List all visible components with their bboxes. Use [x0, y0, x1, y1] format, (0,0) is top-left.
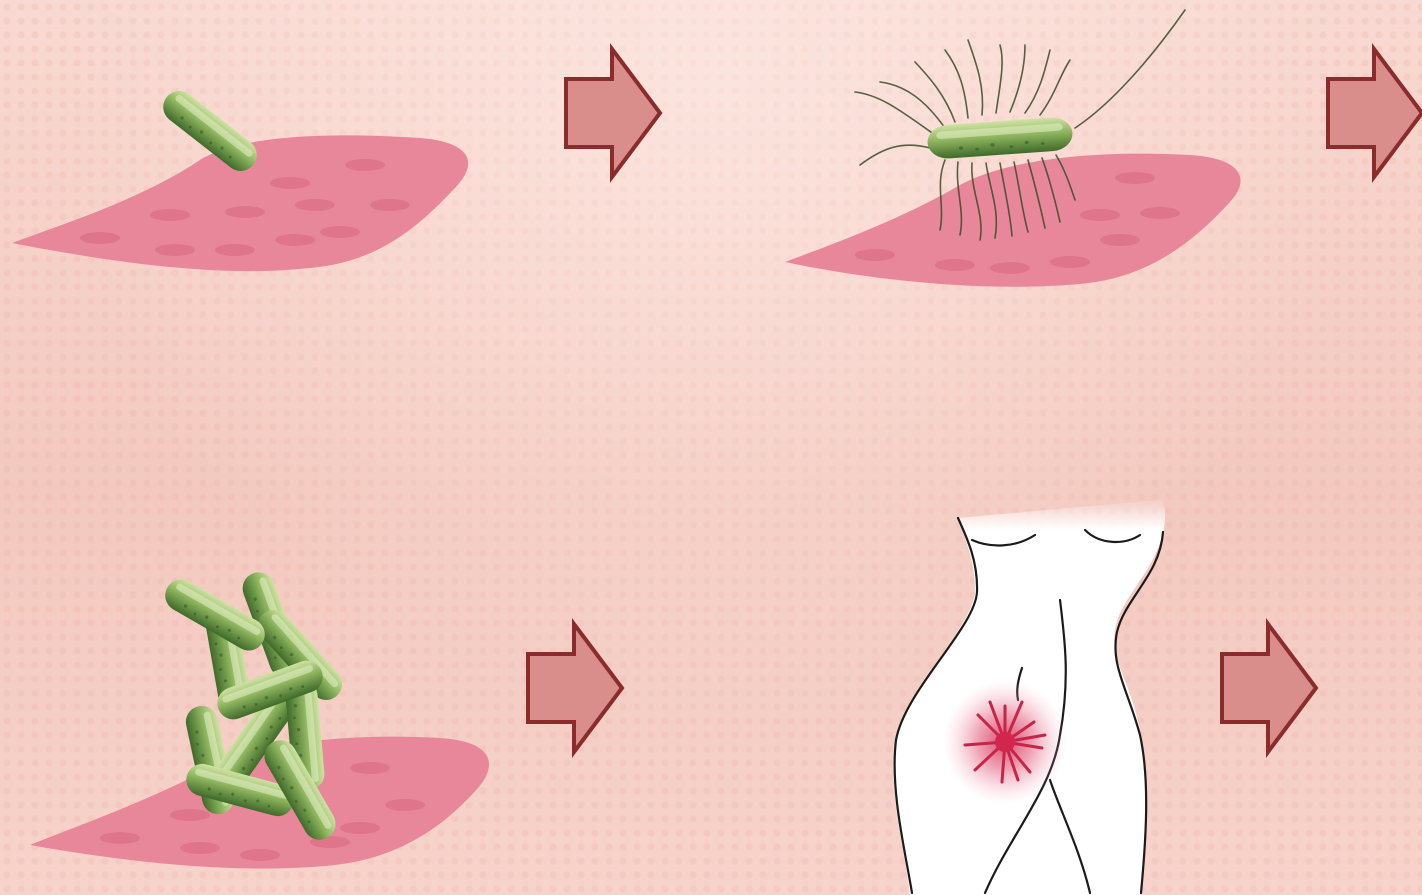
bacterium-2 [926, 116, 1073, 160]
inflammation-burst-icon [943, 680, 1067, 804]
arrow-1-right-icon [566, 49, 660, 177]
step-3-colonization [30, 568, 489, 869]
step-1-adhesion [12, 85, 468, 272]
step-4-infection [893, 498, 1165, 895]
step-2-pili-attachment [785, 10, 1241, 287]
tissue-2 [785, 154, 1241, 287]
arrow-2-right-icon [1328, 49, 1422, 177]
arrow-4-right-icon [1222, 624, 1316, 752]
arrow-3-right-icon [528, 624, 622, 752]
